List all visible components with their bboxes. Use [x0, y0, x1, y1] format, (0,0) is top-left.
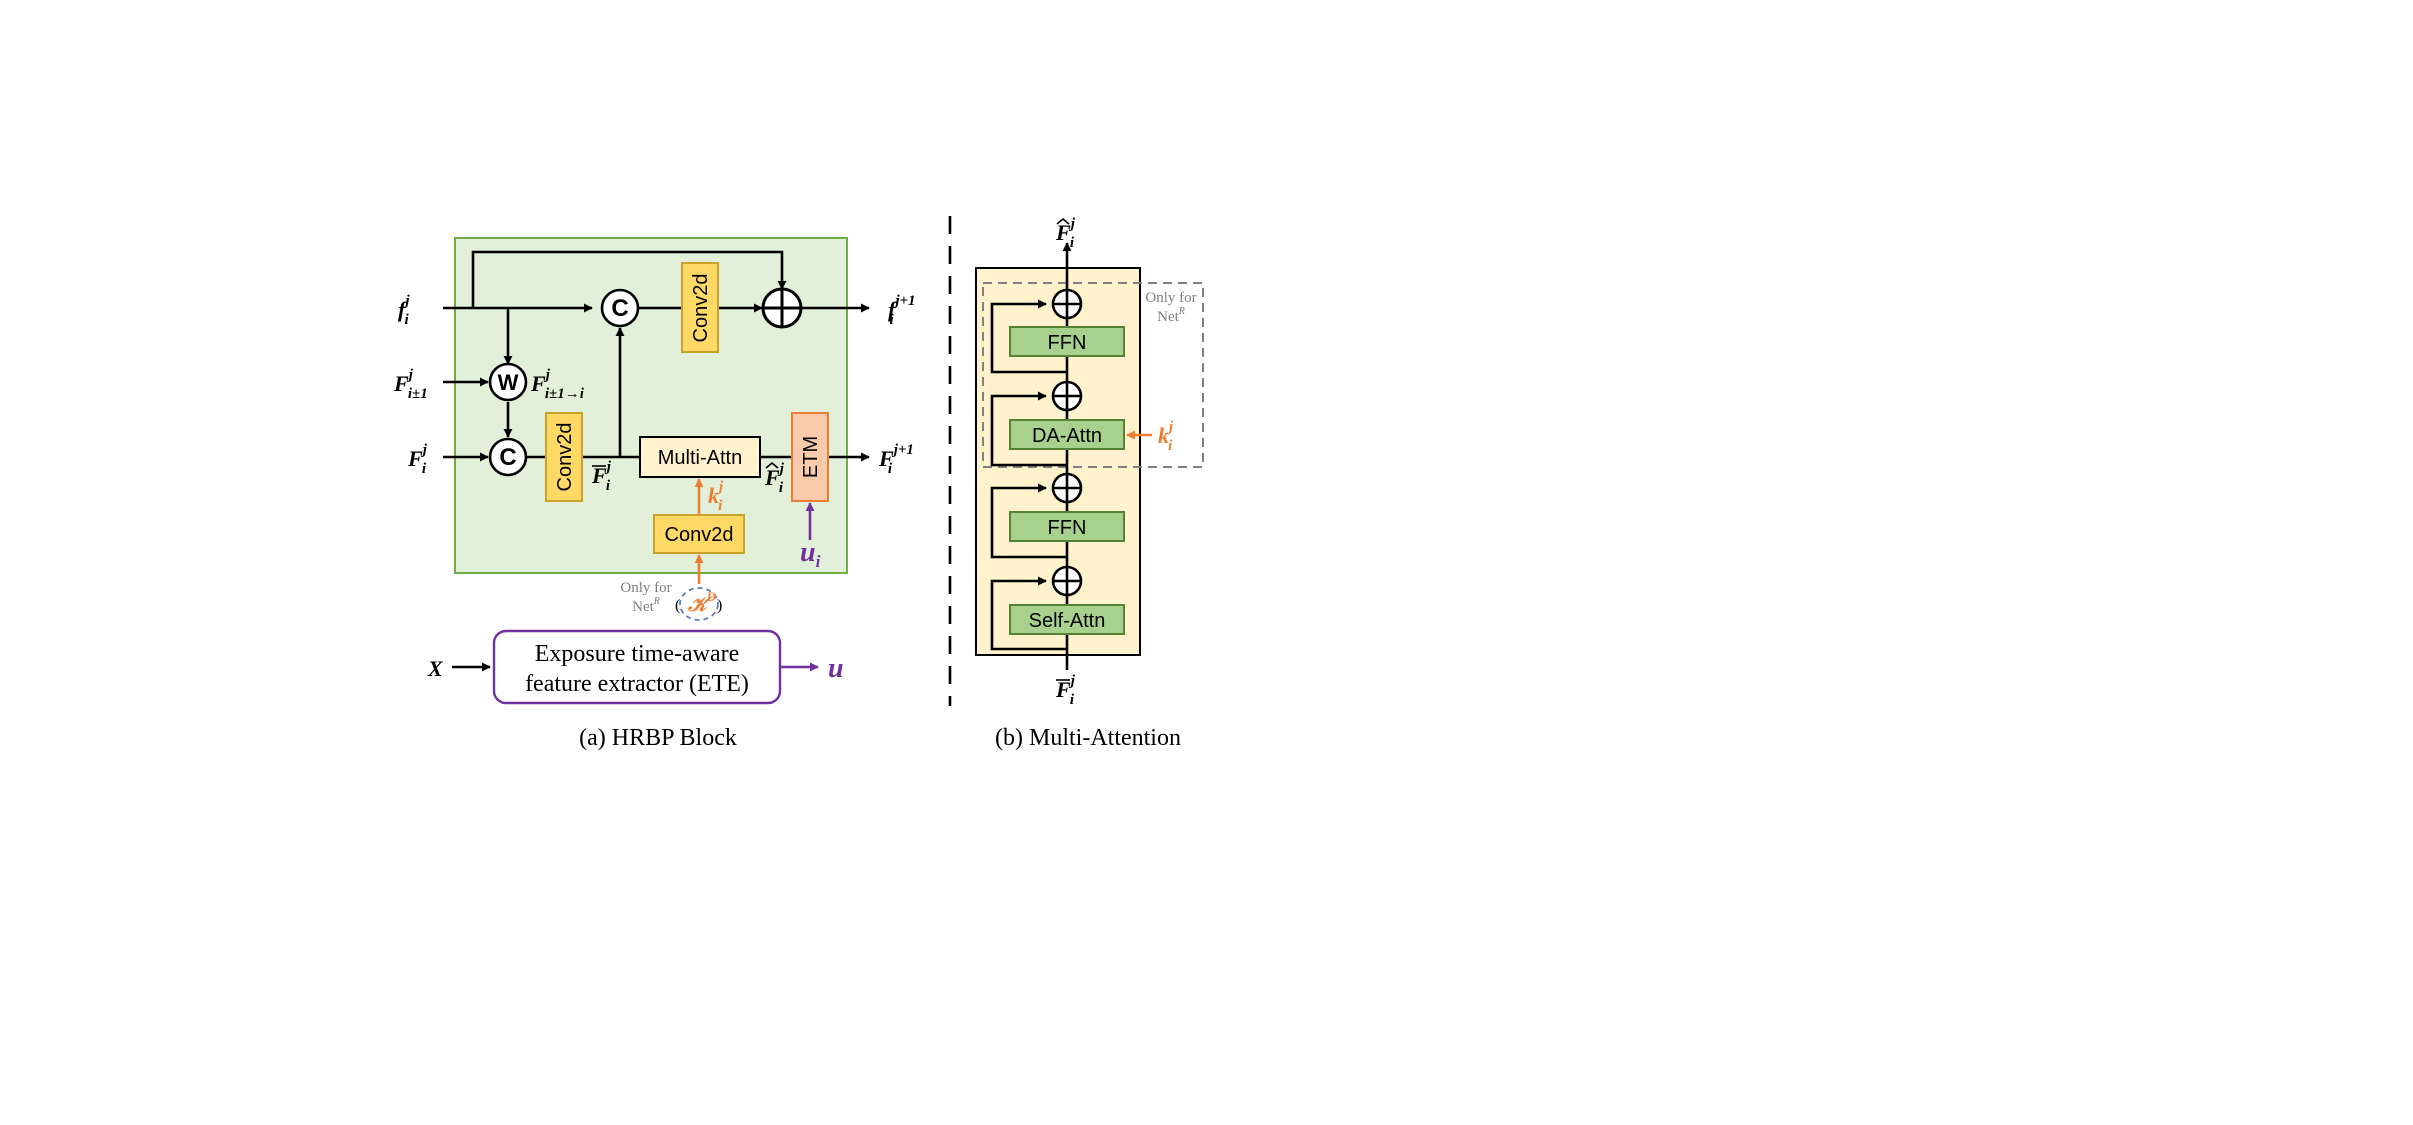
kernel-symbol: 𝒦D [687, 589, 717, 616]
add-node-b1 [1051, 288, 1083, 320]
only-for-b-line2: NetR [1157, 306, 1185, 325]
ffn-bottom-block: FFN [1009, 511, 1125, 542]
concat-symbol-bottom: C [499, 444, 516, 471]
concat-node-top: C [600, 288, 640, 328]
multi-attn-label: Multi-Attn [658, 447, 742, 469]
svg-text:Fji: Fji [764, 461, 785, 496]
ete-block: Exposure time-aware feature extractor (E… [427, 629, 844, 705]
ffn-top-block: FFN [1009, 326, 1125, 357]
kernel-ellipse [679, 587, 719, 621]
only-for-b-line1: Only for [1145, 290, 1196, 306]
conv2d-left: Conv2d [545, 412, 583, 502]
add-nodes-b [1051, 288, 1083, 597]
hrbp-block: C W C Conv2d Conv2d Multi-Attn [393, 237, 916, 751]
ete-line2: feature extractor (ETE) [525, 671, 749, 697]
ffn-bottom-label: FFN [1048, 517, 1087, 539]
only-for-a-line2: NetR [632, 596, 660, 615]
da-attn-label: DA-Attn [1032, 425, 1102, 447]
self-attn-block: Self-Attn [1009, 604, 1125, 635]
svg-text:Fji: Fji [1055, 216, 1076, 251]
conv2d-top: Conv2d [681, 262, 719, 353]
svg-text:Fji: Fji [1055, 673, 1076, 708]
warp-node: W [488, 362, 528, 402]
conv2d-bottom-label: Conv2d [665, 524, 734, 546]
only-for-dashed-box [982, 282, 1204, 468]
kernel-paren-open: ( [675, 597, 680, 614]
add-node [761, 287, 803, 329]
caption-a: (a) HRBP Block [579, 725, 737, 751]
input-x: X [427, 656, 444, 681]
ffn-top-label: FFN [1048, 332, 1087, 354]
output-u: u [828, 653, 844, 684]
da-attn-block: DA-Attn [1009, 419, 1125, 450]
caption-b: (b) Multi-Attention [995, 725, 1181, 751]
concat-symbol-top: C [611, 295, 628, 322]
multi-attn-block: Multi-Attn [639, 436, 761, 478]
warp-symbol: W [498, 370, 519, 395]
conv2d-left-label: Conv2d [554, 423, 576, 492]
concat-node-bottom: C [488, 437, 528, 477]
conv2d-top-label: Conv2d [690, 274, 712, 343]
add-node-b3 [1051, 472, 1083, 504]
only-for-a-line1: Only for [620, 580, 671, 596]
conv2d-bottom: Conv2d [653, 514, 745, 554]
self-attn-label: Self-Attn [1029, 610, 1106, 632]
add-node-b2 [1051, 380, 1083, 412]
kernel-paren-close: ) [717, 597, 722, 614]
hrbp-background [454, 237, 848, 574]
etm-block: ETM [791, 412, 829, 502]
hrbp-wires [443, 250, 870, 462]
only-for-note-a: Only for NetR ( ) 𝒦D [620, 580, 722, 621]
add-node-b4 [1051, 565, 1083, 597]
etm-label: ETM [800, 436, 822, 478]
ete-line1: Exposure time-aware [535, 641, 740, 667]
svg-text:Fji: Fji [591, 459, 612, 494]
label-u-i: ui [800, 537, 821, 571]
